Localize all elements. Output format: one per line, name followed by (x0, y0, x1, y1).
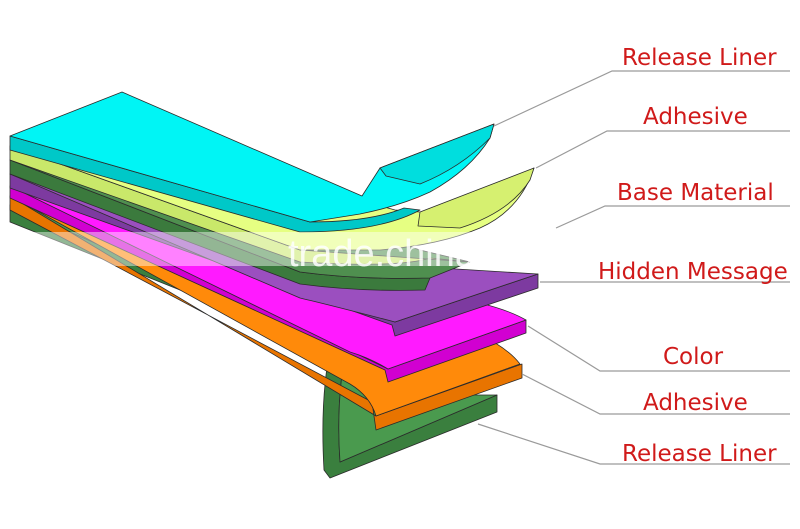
leader-color (527, 325, 790, 372)
label-adhesive-top: Adhesive (643, 104, 748, 130)
watermark-band: trade.china.cn (0, 232, 560, 275)
leader-base-material (555, 205, 790, 229)
label-occluder (560, 238, 800, 260)
label-release-liner-top: Release Liner (622, 45, 777, 71)
leader-adhesive-top (535, 130, 790, 169)
label-adhesive-bottom: Adhesive (643, 390, 748, 416)
leader-release-liner-top (493, 70, 790, 127)
leader-adhesive-bottom (521, 373, 790, 415)
leader-lines (477, 70, 790, 465)
leader-release-liner-bottom (477, 423, 790, 465)
labels: Release Liner Adhesive Base Material Hid… (598, 45, 788, 467)
layer-release-liner-top (9, 91, 495, 233)
label-base-material: Base Material (617, 180, 774, 206)
label-hidden-message: Hidden Message (598, 259, 788, 285)
watermark-text: trade.china.cn (288, 233, 527, 275)
label-release-liner-bottom: Release Liner (622, 441, 777, 467)
label-color: Color (663, 344, 724, 370)
